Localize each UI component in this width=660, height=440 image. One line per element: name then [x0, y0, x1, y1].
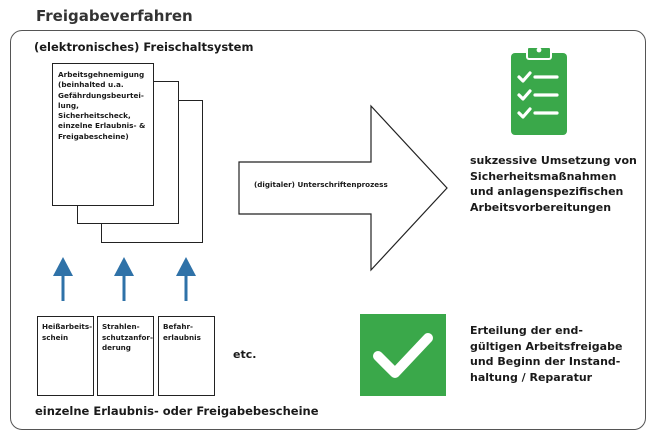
permits-caption: einzelne Erlaubnis- oder Freigabebeschei…: [35, 404, 319, 418]
clipboard-checklist-icon: [511, 46, 567, 135]
permit-label: Strahlen- schutzanfor- derung: [102, 322, 153, 352]
permit-label: Heißarbeits- schein: [42, 322, 93, 342]
outcome-measures-text: sukzessive Umsetzung von Sicherheitsmaßn…: [470, 154, 637, 214]
etc-label: etc.: [233, 348, 257, 361]
arrow-up-icon: [53, 257, 73, 301]
arrow-label: (digitaler) Unterschriftenprozess: [254, 180, 388, 189]
permit-radiation-protection: Strahlen- schutzanfor- derung: [97, 316, 154, 396]
system-label: (elektronisches) Freischaltsystem: [34, 40, 254, 54]
diagram-frame: [10, 30, 646, 430]
process-arrow: [238, 104, 448, 272]
work-permit-document: Arbeitsgehnemigung (beinhalted u.a. Gefä…: [52, 63, 154, 206]
arrow-up-icon: [114, 257, 134, 301]
arrow-up-icon: [176, 257, 196, 301]
permit-entry: Befahr- erlaubnis: [158, 316, 215, 396]
checkmark-box-icon: [360, 314, 446, 396]
permit-label: Befahr- erlaubnis: [163, 322, 201, 342]
page-title: Freigabeverfahren: [36, 7, 193, 25]
work-permit-text: Arbeitsgehnemigung (beinhalted u.a. Gefä…: [58, 70, 146, 141]
permit-hot-work: Heißarbeits- schein: [37, 316, 94, 396]
outcome-release-text: Erteilung der end- gültigen Arbeitsfreig…: [470, 324, 623, 384]
